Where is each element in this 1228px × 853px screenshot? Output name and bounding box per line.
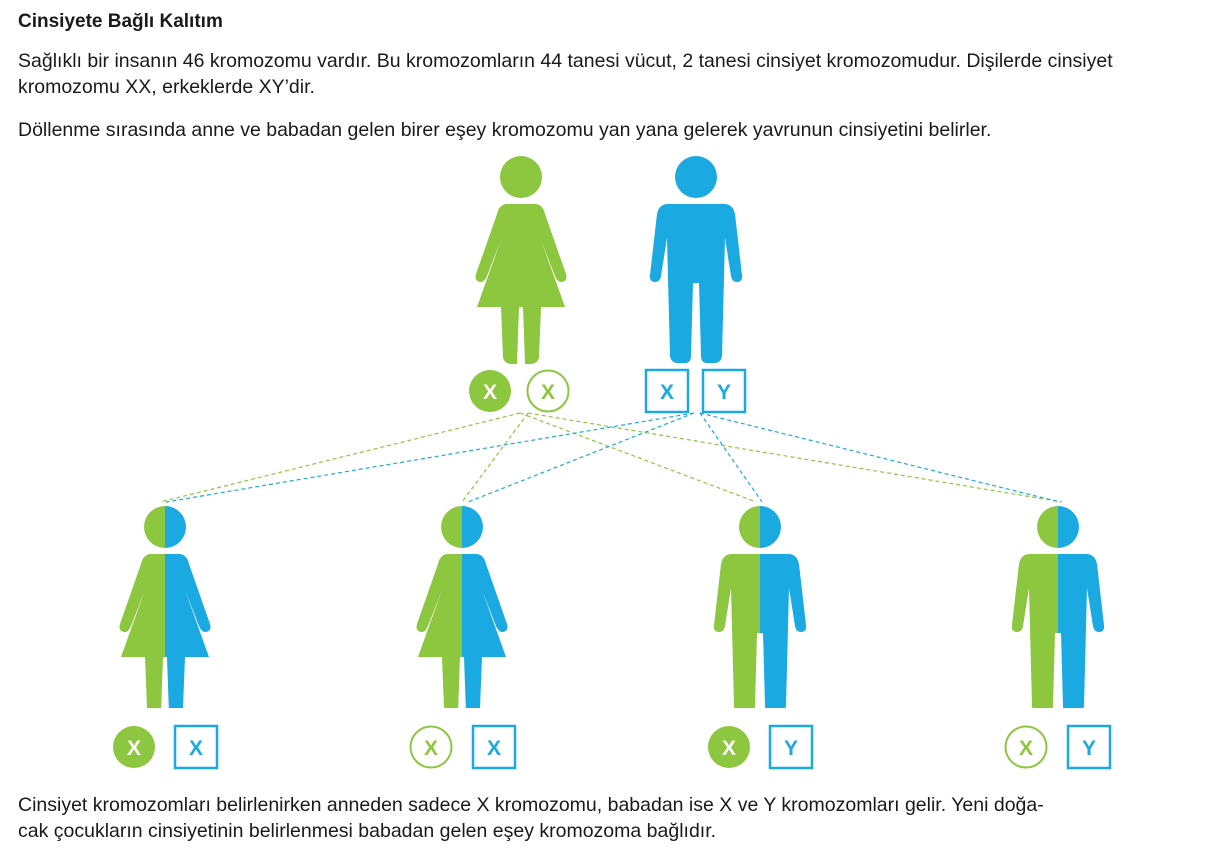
child-4-mother-chromosome: X [1004, 725, 1048, 769]
mother-chromosome-outline: X [526, 369, 570, 413]
svg-text:X: X [660, 381, 674, 404]
daughter-figure [416, 506, 508, 708]
conclusion-line-2: cak çocukların cinsiyetinin belirlenmesi… [18, 820, 717, 842]
conclusion-line-1: Cinsiyet kromozomları belirlenirken anne… [18, 794, 1044, 816]
mother-line [159, 412, 521, 503]
svg-text:X: X [483, 381, 497, 404]
child-2-father-chromosome: X [471, 724, 517, 770]
mother-line [461, 412, 529, 503]
svg-text:Y: Y [717, 381, 731, 404]
child-1-mother-chromosome: X [113, 726, 155, 768]
conclusion-paragraph: Cinsiyet kromozomları belirlenirken anne… [18, 792, 1213, 844]
svg-text:X: X [722, 737, 736, 760]
page-title: Cinsiyete Bağlı Kalıtım [18, 11, 223, 32]
father-figure [649, 156, 743, 363]
mother-chromosome-filled: X [469, 370, 511, 412]
svg-text:X: X [487, 737, 501, 760]
child-1-father-chromosome: X [173, 724, 219, 770]
father-line [165, 412, 695, 503]
child-3-father-chromosome: Y [768, 724, 814, 770]
mother-line [519, 412, 757, 503]
mother-line [527, 412, 1063, 503]
inheritance-lines [159, 412, 1063, 503]
daughter-figure [119, 506, 211, 708]
svg-text:X: X [541, 381, 555, 404]
child-2-mother-chromosome: X [409, 725, 453, 769]
svg-text:X: X [1019, 737, 1033, 760]
fertilization-paragraph: Döllenme sırasında anne ve babadan gelen… [18, 119, 992, 141]
father-line [467, 412, 695, 503]
intro-paragraph: Sağlıklı bir insanın 46 kromozomu vardır… [18, 50, 1113, 98]
father-chromosome-y: Y [701, 368, 747, 414]
mother-figure [475, 156, 567, 364]
father-chromosome-x: X [644, 368, 690, 414]
svg-text:X: X [127, 737, 141, 760]
father-line [699, 412, 763, 503]
child-3-mother-chromosome: X [708, 726, 750, 768]
child-4-father-chromosome: Y [1066, 724, 1112, 770]
svg-text:X: X [424, 737, 438, 760]
son-figure [713, 506, 807, 708]
son-figure [1011, 506, 1105, 708]
svg-text:Y: Y [784, 737, 798, 760]
father-line [699, 412, 1061, 503]
svg-text:X: X [189, 737, 203, 760]
svg-text:Y: Y [1082, 737, 1096, 760]
